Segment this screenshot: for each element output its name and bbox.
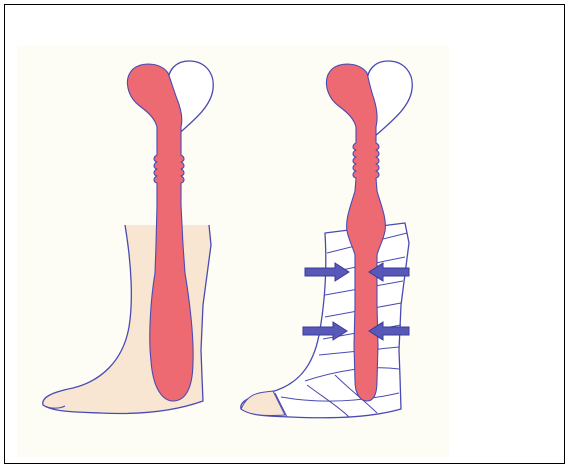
compression-diagram bbox=[5, 5, 564, 463]
figure-frame bbox=[4, 4, 565, 464]
